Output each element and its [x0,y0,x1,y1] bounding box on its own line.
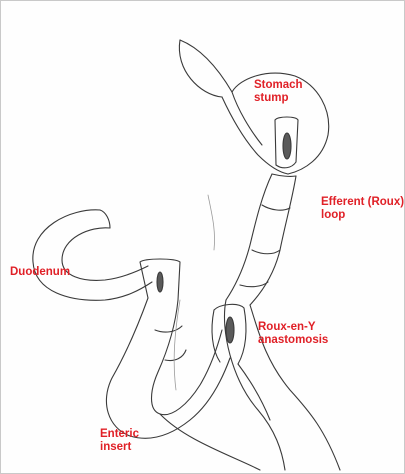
stomach-stump-drawing [179,40,328,174]
duodenum-lumen [157,272,163,292]
label-stomach-stump: Stomach stump [254,79,303,105]
stump-lumen [283,133,291,159]
efferent-loop-drawing [226,174,296,305]
label-efferent-roux-loop: Efferent (Roux) loop [321,196,404,222]
anastomosis-lumen [226,317,234,343]
label-duodenum: Duodenum [10,266,70,279]
background-strokes [174,195,214,390]
label-enteric-insert: Enteric insert [100,428,139,454]
enteric-insert-drawing [106,298,230,438]
label-roux-en-y-anastomosis: Roux-en-Y anastomosis [258,321,328,347]
